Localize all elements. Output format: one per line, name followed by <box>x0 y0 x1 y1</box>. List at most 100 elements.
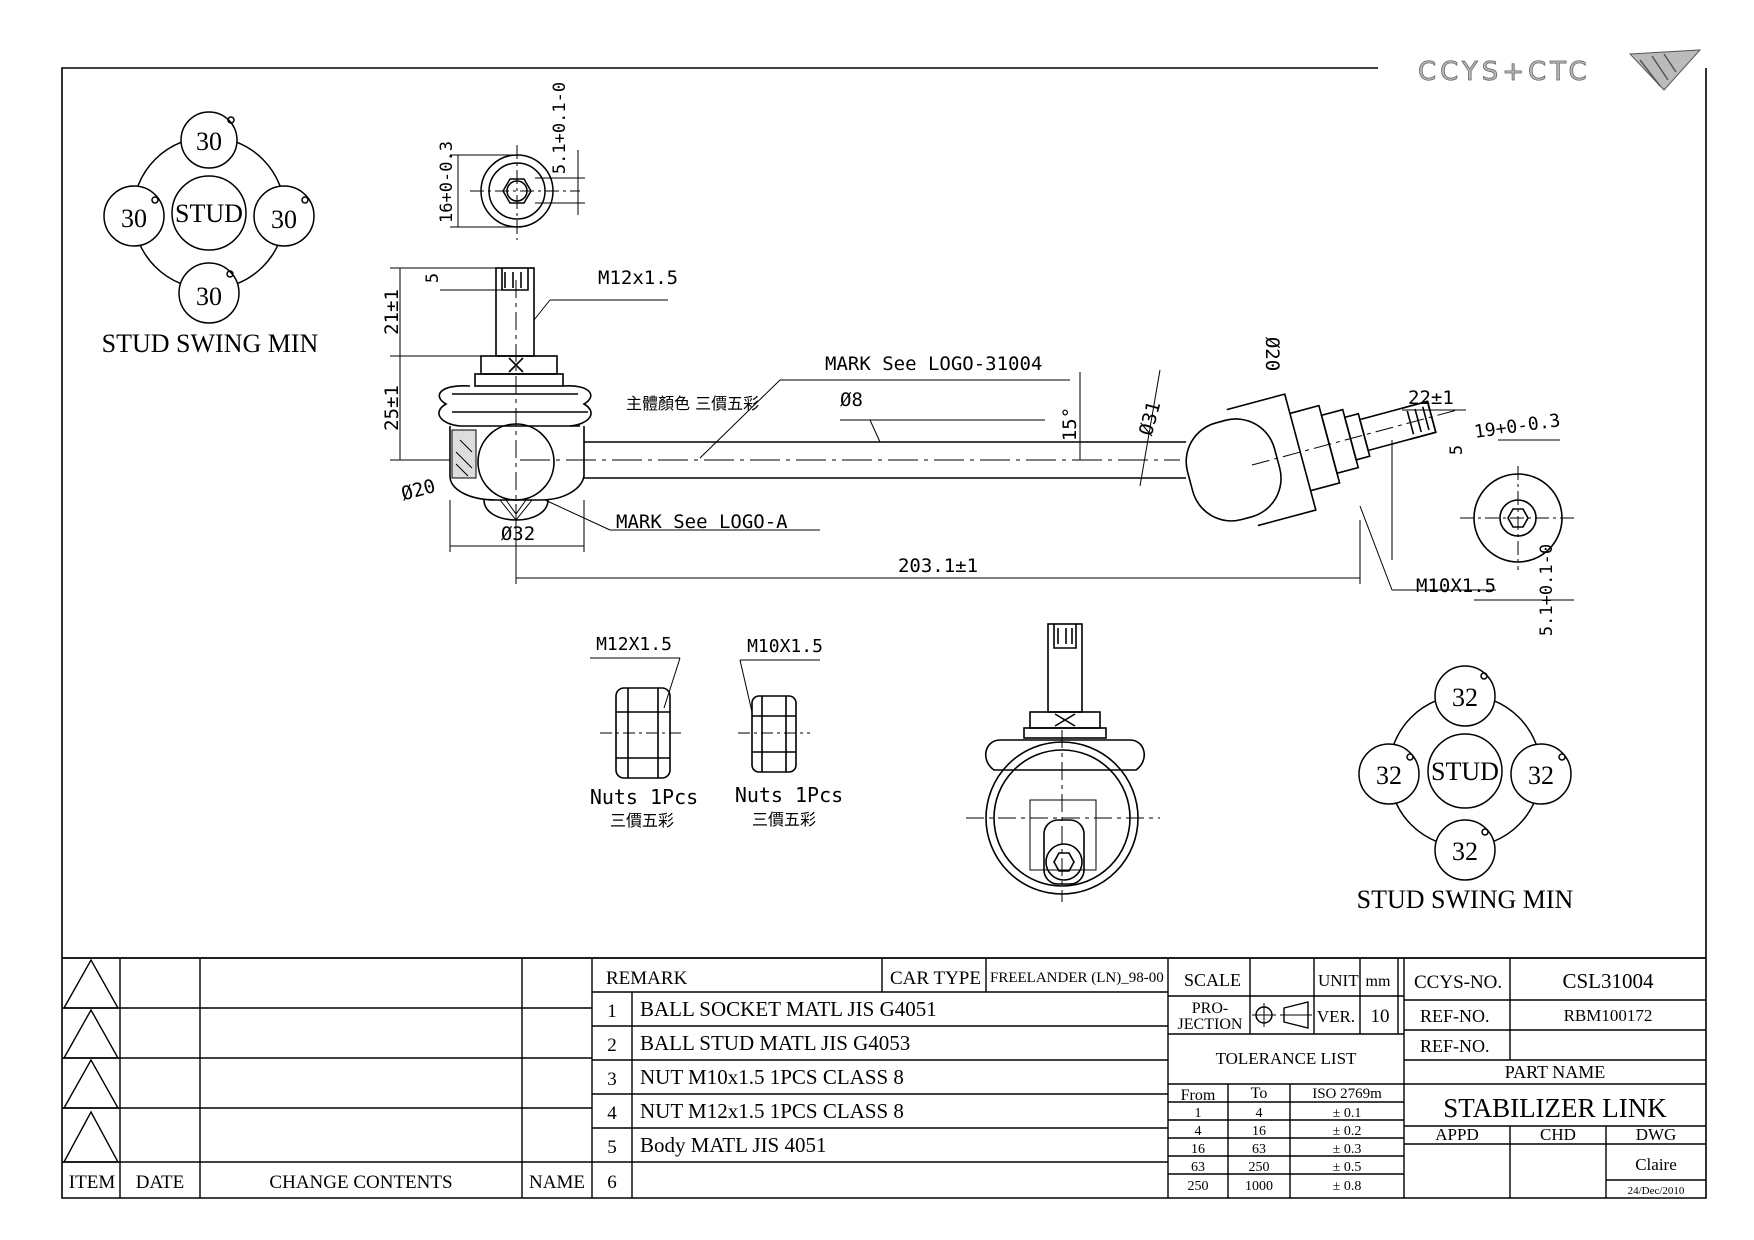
swing-top-angle-right: 30 <box>271 205 297 234</box>
swing-bottom-stud-label: STUD <box>1431 757 1499 786</box>
remark-item-no: 2 <box>607 1035 617 1056</box>
swing-bottom-angle-left: 32 <box>1376 761 1402 790</box>
dim-m12-thread: M12x1.5 <box>598 267 678 289</box>
tol-value: ± 0.1 <box>1333 1106 1362 1121</box>
nut-2-thread: M10X1.5 <box>747 636 823 657</box>
swing-top-caption: STUD SWING MIN <box>102 329 319 358</box>
dwg-label: DWG <box>1636 1125 1677 1144</box>
unit-value: mm <box>1366 973 1391 990</box>
brand-logo: CCYS+CTC <box>1418 49 1702 91</box>
tol-value: ± 0.2 <box>1333 1124 1362 1139</box>
appd-label: APPD <box>1435 1125 1478 1144</box>
dim-phi-31: Ø31 <box>1135 399 1165 438</box>
tol-from: 250 <box>1188 1179 1209 1194</box>
swing-bottom-caption: STUD SWING MIN <box>1357 885 1574 914</box>
rev-header-date: DATE <box>136 1172 185 1193</box>
dim-15-degree: 15° <box>1059 407 1081 441</box>
ver-label: VER. <box>1317 1007 1355 1026</box>
scale-label: SCALE <box>1184 970 1241 990</box>
tol-header-from: From <box>1181 1087 1216 1104</box>
tol-to: 63 <box>1252 1142 1266 1157</box>
dimension-lines <box>390 267 1574 601</box>
nut-1-thread: M12X1.5 <box>596 634 672 655</box>
nut-2-coating: 三價五彩 <box>752 810 816 829</box>
rev-header-name: NAME <box>529 1172 585 1193</box>
dim-body-color-note: 主體顏色 三價五彩 <box>626 394 759 413</box>
tolerance-title: TOLERANCE LIST <box>1216 1049 1357 1068</box>
ref-no-label-2: REF-NO. <box>1420 1036 1490 1056</box>
ccys-no-label: CCYS-NO. <box>1414 972 1502 993</box>
stud-swing-diagram-bottom <box>1358 665 1572 881</box>
dim-phi-8: Ø8 <box>840 389 863 411</box>
nut-1-coating: 三價五彩 <box>610 811 674 830</box>
tol-from: 4 <box>1195 1124 1202 1139</box>
swing-top-angle-bottom: 30 <box>196 282 222 311</box>
dim-22: 22±1 <box>1408 387 1454 409</box>
stud-swing-diagram-top <box>103 111 315 324</box>
drawing-date: 24/Dec/2010 <box>1628 1185 1685 1197</box>
ver-value: 10 <box>1371 1006 1390 1027</box>
unit-label: UNIT <box>1318 971 1359 990</box>
dim-25: 25±1 <box>381 385 403 431</box>
dim-21: 21±1 <box>381 289 403 335</box>
remark-item-no: 1 <box>607 1001 617 1022</box>
tol-to: 16 <box>1252 1124 1266 1139</box>
remark-item-no: 5 <box>607 1137 617 1158</box>
swing-bottom-angle-bottom: 32 <box>1452 837 1478 866</box>
part-name-label: PART NAME <box>1505 1062 1605 1082</box>
swing-top-stud-label: STUD <box>175 199 243 228</box>
remark-item-no: 6 <box>607 1172 617 1193</box>
ref-no-value-1: RBM100172 <box>1564 1006 1653 1025</box>
drawn-by: Claire <box>1635 1155 1677 1174</box>
dim-19: 19+0-0.3 <box>1473 410 1562 443</box>
car-type-label: CAR TYPE <box>890 968 981 989</box>
dim-m10-thread: M10X1.5 <box>1416 575 1496 597</box>
rev-header-contents: CHANGE CONTENTS <box>269 1172 452 1193</box>
remark-item-text: Body MATL JIS 4051 <box>640 1133 827 1157</box>
remark-item-no: 3 <box>607 1069 617 1090</box>
remark-items: 1 BALL SOCKET MATL JIS G4051 2 BALL STUD… <box>607 997 937 1193</box>
dim-phi-20-right: Ø20 <box>1261 337 1283 371</box>
tol-from: 63 <box>1191 1160 1205 1175</box>
tolerance-rows: 1 4 ± 0.1 4 16 ± 0.2 16 63 ± 0.3 63 250 … <box>1188 1106 1362 1194</box>
main-side-view <box>438 267 1578 570</box>
nut-1-qty: Nuts 1Pcs <box>590 785 698 809</box>
dim-5-1-bottom: 5.1+0.1-0 <box>1537 544 1557 636</box>
dim-5-left: 5 <box>423 273 443 283</box>
dim-mark-logo-31004: MARK See LOGO-31004 <box>825 353 1042 375</box>
dim-5-right: 5 <box>1447 445 1467 455</box>
tol-to: 250 <box>1249 1160 1270 1175</box>
sheet-border <box>61 67 1707 1199</box>
nut-m10-drawing <box>738 659 820 773</box>
remark-item-text: BALL SOCKET MATL JIS G4051 <box>640 997 937 1021</box>
dim-phi-32: Ø32 <box>501 523 535 545</box>
tol-value: ± 0.3 <box>1333 1142 1362 1157</box>
remark-item-no: 4 <box>607 1103 617 1124</box>
remark-item-text: NUT M12x1.5 1PCS CLASS 8 <box>640 1099 904 1123</box>
title-block-grid <box>62 957 1706 1198</box>
top-end-view <box>450 145 585 240</box>
dim-16: 16+0-0.3 <box>437 141 457 223</box>
remark-label: REMARK <box>606 968 688 989</box>
front-view <box>966 623 1160 902</box>
swing-bottom-angle-right: 32 <box>1528 761 1554 790</box>
tol-header-iso: ISO 2769m <box>1312 1086 1382 1102</box>
dim-5-1-top: 5.1+0.1-0 <box>550 82 570 174</box>
projection-label-2: JECTION <box>1178 1016 1243 1033</box>
car-type-value: FREELANDER (LN)_98-00 <box>990 970 1164 986</box>
ccys-no-value: CSL31004 <box>1562 969 1654 993</box>
nut-m12-drawing <box>590 657 684 779</box>
tol-value: ± 0.8 <box>1333 1179 1362 1194</box>
swing-bottom-angle-top: 32 <box>1452 683 1478 712</box>
tol-header-to: To <box>1251 1085 1268 1102</box>
swing-top-angle-top: 30 <box>196 127 222 156</box>
tol-to: 4 <box>1256 1106 1263 1121</box>
dim-203: 203.1±1 <box>898 555 978 577</box>
brand-logo-text: CCYS+CTC <box>1418 57 1591 87</box>
rev-header-item: ITEM <box>69 1172 116 1193</box>
tol-from: 1 <box>1195 1106 1202 1121</box>
swing-top-angle-left: 30 <box>121 204 147 233</box>
dim-phi-20-left: Ø20 <box>399 475 438 505</box>
tol-from: 16 <box>1191 1142 1205 1157</box>
